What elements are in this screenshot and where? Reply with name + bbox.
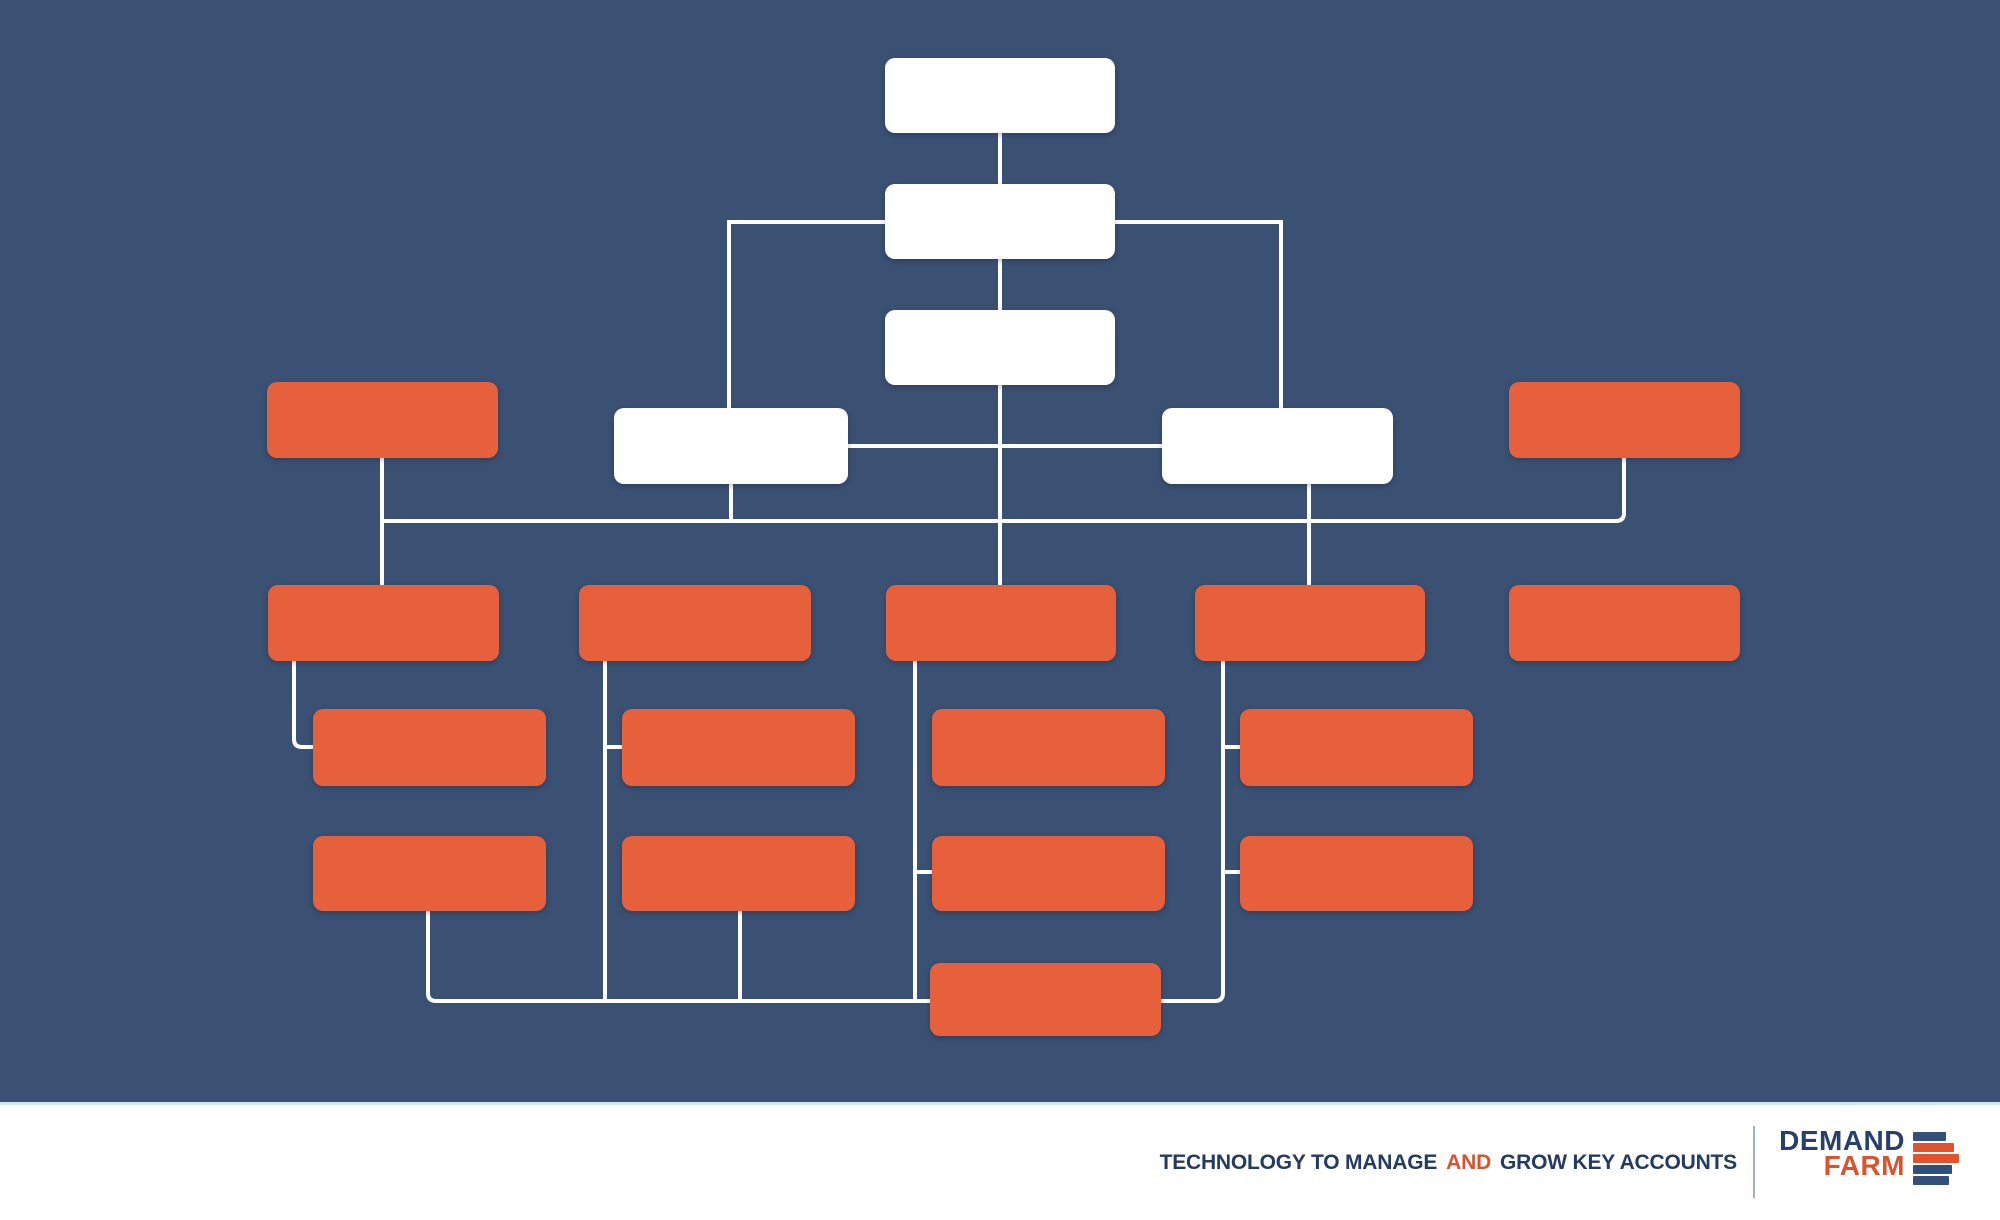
logo-bar — [1913, 1176, 1949, 1185]
logo-bar — [1913, 1132, 1946, 1141]
connector-lines — [292, 95, 1626, 1003]
logo-bar — [1913, 1143, 1954, 1152]
org-node-top-level-3 — [885, 310, 1115, 385]
org-node-row6-col1 — [313, 709, 546, 786]
org-node-mid-left-white — [614, 408, 848, 484]
org-node-side-left — [267, 382, 498, 458]
tagline-part1: TECHNOLOGY TO MANAGE — [1159, 1151, 1438, 1174]
tagline-part2: GROW KEY ACCOUNTS — [1500, 1151, 1737, 1174]
tagline-emphasis: AND — [1446, 1151, 1492, 1174]
org-node-row6-col4 — [1240, 709, 1473, 786]
org-node-row5-col2 — [579, 585, 811, 661]
brand-name-farm: FARM — [1823, 1150, 1905, 1181]
org-node-top-level-1 — [885, 58, 1115, 133]
org-node-side-right — [1509, 382, 1740, 458]
connector-edge — [292, 661, 315, 749]
org-node-mid-right-white — [1162, 408, 1393, 484]
org-node-row5-col1 — [268, 585, 499, 661]
footer-divider — [1753, 1126, 1755, 1198]
brand-name-demand: DEMAND — [1779, 1125, 1905, 1156]
org-node-row7-col3 — [932, 836, 1165, 911]
brand-logo: DEMAND FARM — [1779, 1125, 1959, 1187]
connector-edge — [426, 911, 930, 1003]
logo-bar — [1913, 1165, 1952, 1174]
org-node-top-level-2 — [885, 184, 1115, 259]
footer-top-rule — [0, 1102, 2000, 1105]
bar-chart-icon — [1913, 1128, 1959, 1187]
connector-edge — [1161, 661, 1225, 1003]
org-node-row7-col4 — [1240, 836, 1473, 911]
org-node-row6-col2 — [622, 709, 855, 786]
org-node-row6-col3 — [932, 709, 1165, 786]
org-node-bottom-node — [930, 963, 1161, 1036]
org-node-row7-col1 — [313, 836, 546, 911]
org-chart-canvas — [267, 58, 1740, 1036]
logo-bar — [1913, 1154, 1959, 1163]
footer-band: TECHNOLOGY TO MANAGE AND GROW KEY ACCOUNTS… — [0, 1102, 2000, 1220]
brand-logo-text: DEMAND FARM — [1779, 1125, 1905, 1181]
org-node-row5-col5 — [1509, 585, 1740, 661]
org-node-row7-col2 — [622, 836, 855, 911]
tagline: TECHNOLOGY TO MANAGE AND GROW KEY ACCOUNTS — [1159, 1151, 1738, 1175]
org-node-row5-col4 — [1195, 585, 1425, 661]
org-node-row5-col3 — [886, 585, 1116, 661]
connector-edge — [382, 458, 1626, 523]
